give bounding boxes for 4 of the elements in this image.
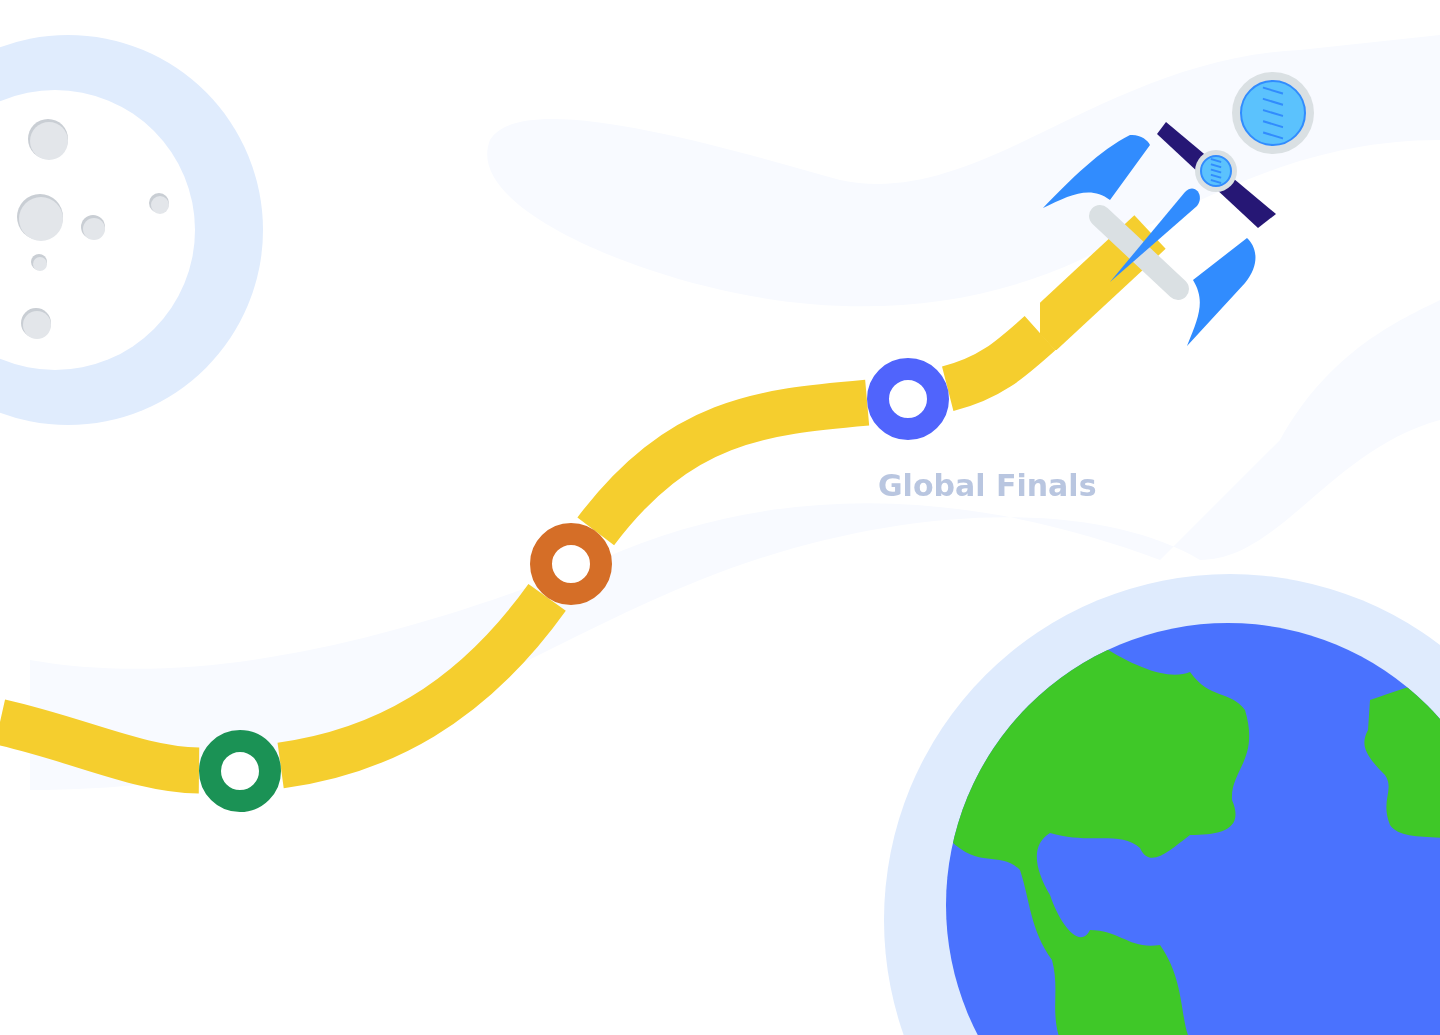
path-track: [276, 583, 566, 789]
stage-label: Global Finals: [878, 468, 1097, 503]
path-track: [0, 699, 201, 794]
path-track: [941, 316, 1056, 411]
